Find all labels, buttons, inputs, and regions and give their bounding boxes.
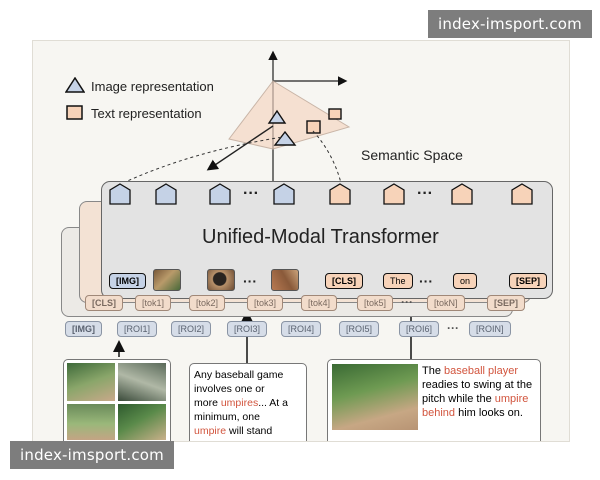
caption-photo bbox=[332, 364, 418, 430]
top-token-on: on bbox=[453, 273, 478, 289]
square-legend-icon bbox=[66, 105, 83, 120]
image-token-roin: [ROIN] bbox=[469, 321, 511, 337]
semantic-space-graphic bbox=[113, 50, 417, 363]
image-token-ellipsis: ··· bbox=[447, 321, 459, 335]
grid-photo-3 bbox=[67, 404, 115, 440]
output-text-token-1 bbox=[329, 183, 351, 205]
image-token-roi6: [ROI6] bbox=[399, 321, 440, 337]
passage-highlight: umpires bbox=[220, 397, 259, 409]
passage-line-4: minimum, one bbox=[194, 411, 260, 423]
top-token-ellipsis-b: ··· bbox=[419, 273, 433, 289]
output-ellipsis-b: ··· bbox=[417, 185, 433, 202]
grid-photo-2 bbox=[118, 363, 166, 401]
text-token-4: [tok4] bbox=[301, 295, 338, 311]
image-token-roi1: [ROI1] bbox=[117, 321, 158, 337]
passage-line-1: Any baseball game bbox=[194, 369, 284, 381]
output-image-token-4 bbox=[273, 183, 295, 205]
transformer-title: Unified-Modal Transformer bbox=[202, 226, 439, 248]
passage-line-3: more umpires... At a bbox=[194, 397, 288, 409]
legend-image-label: Image representation bbox=[91, 79, 214, 94]
output-text-token-4 bbox=[511, 183, 533, 205]
dashed-link-text bbox=[312, 130, 342, 184]
grid-photo-1 bbox=[67, 363, 115, 401]
diagram-frame: Image representation Text representation… bbox=[32, 40, 570, 442]
watermark-bottom: index-imsport.com bbox=[10, 441, 174, 469]
output-image-token-3 bbox=[209, 183, 231, 205]
top-roi-thumb-2 bbox=[207, 269, 235, 291]
legend-text-label: Text representation bbox=[91, 106, 202, 121]
top-roi-thumb-1 bbox=[153, 269, 181, 291]
caption-part-1: The bbox=[422, 365, 445, 377]
text-passage-card: Any baseball game involves one or more u… bbox=[189, 363, 307, 441]
output-ellipsis-a: ··· bbox=[243, 185, 259, 202]
caption-part-5: him looks on. bbox=[455, 407, 523, 419]
image-token-roi2: [ROI2] bbox=[171, 321, 212, 337]
x-axis bbox=[206, 125, 274, 171]
top-token-img: [IMG] bbox=[109, 273, 146, 289]
output-text-token-3 bbox=[451, 183, 473, 205]
caption-highlight-umpire: umpire behind bbox=[422, 393, 529, 419]
passage-line-2: involves one or bbox=[194, 383, 265, 395]
dashed-link-image bbox=[122, 136, 284, 184]
text-point-1 bbox=[328, 108, 342, 120]
text-token-3: [tok3] bbox=[247, 295, 284, 311]
image-token-img: [IMG] bbox=[65, 321, 102, 337]
top-token-the: The bbox=[383, 273, 413, 289]
text-token-sep: [SEP] bbox=[487, 295, 526, 311]
text-token-2: [tok2] bbox=[189, 295, 226, 311]
passage-highlight: umpire bbox=[194, 425, 227, 437]
text-token-n: [tokN] bbox=[427, 295, 465, 311]
output-image-token-1 bbox=[109, 183, 131, 205]
grid-photo-4 bbox=[118, 404, 166, 440]
image-point-2 bbox=[273, 130, 297, 146]
passage-line-5: umpire will stand bbox=[194, 425, 273, 437]
text-token-5: [tok5] bbox=[357, 295, 394, 311]
output-image-token-2 bbox=[155, 183, 177, 205]
image-token-roi5: [ROI5] bbox=[339, 321, 380, 337]
caption-part-3: readies to swing at the pitch while the bbox=[422, 379, 533, 405]
watermark-top: index-imsport.com bbox=[428, 10, 592, 38]
image-token-roi4: [ROI4] bbox=[281, 321, 322, 337]
semantic-space-label: Semantic Space bbox=[361, 147, 463, 163]
caption-highlight-player: baseball player bbox=[444, 365, 519, 377]
image-grid-card bbox=[63, 359, 171, 441]
caption-text: The baseball player readies to swing at … bbox=[422, 364, 538, 420]
image-point-1 bbox=[267, 109, 287, 124]
triangle-legend-icon bbox=[65, 77, 85, 93]
image-token-roi3: [ROI3] bbox=[227, 321, 268, 337]
caption-pair-card: The baseball player readies to swing at … bbox=[327, 359, 541, 441]
top-token-sep: [SEP] bbox=[509, 273, 548, 289]
text-token-ellipsis: ··· bbox=[401, 295, 413, 309]
top-roi-thumb-3 bbox=[271, 269, 299, 291]
output-text-token-2 bbox=[383, 183, 405, 205]
text-token-cls: [CLS] bbox=[85, 295, 123, 311]
text-point-2 bbox=[306, 120, 321, 134]
text-token-1: [tok1] bbox=[135, 295, 172, 311]
top-token-cls: [CLS] bbox=[325, 273, 363, 289]
top-token-ellipsis-a: ··· bbox=[243, 273, 257, 289]
